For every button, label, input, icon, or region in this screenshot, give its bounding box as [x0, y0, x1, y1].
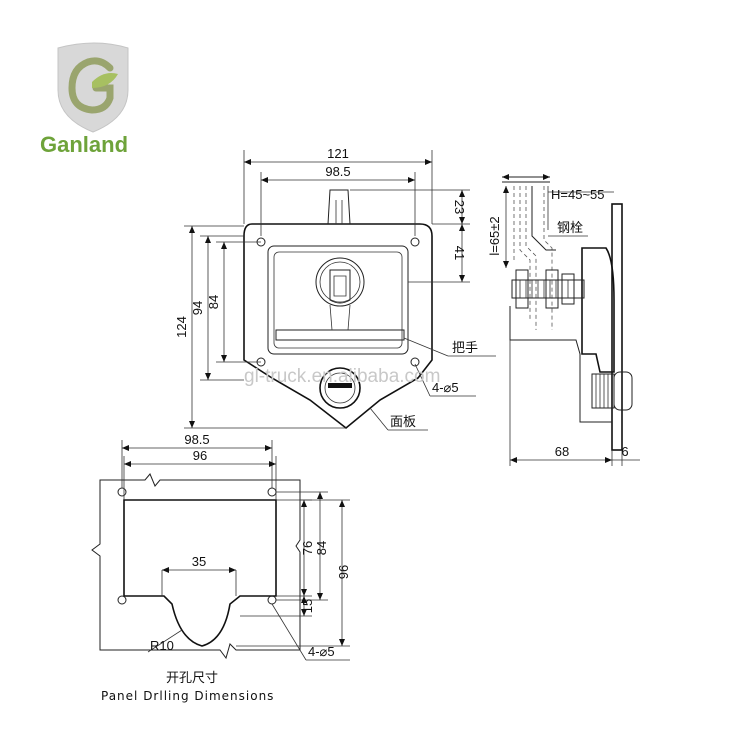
side-bracket — [509, 306, 612, 423]
front-t-handle — [275, 329, 405, 341]
cutout-hole-bl — [117, 595, 127, 605]
front-post-slot — [335, 200, 343, 224]
ganland-logo — [57, 42, 129, 133]
front-view: 121 98.5 23 41 124 94 84 把手 4-⌀5 — [174, 146, 496, 431]
callout-panel: 面板 — [390, 415, 416, 430]
dim-124: 124 — [174, 316, 189, 338]
side-bolt — [531, 186, 556, 251]
front-panel-outline — [243, 223, 433, 430]
front-post — [327, 189, 351, 225]
front-recess-inner — [273, 251, 403, 349]
side-nut-2 — [545, 269, 559, 309]
logo-leaf-icon — [92, 73, 118, 88]
front-recess — [267, 245, 409, 355]
dim-98-5: 98.5 — [325, 164, 350, 179]
side-housing — [581, 247, 615, 373]
dim-h-range: H=45~55 — [551, 187, 605, 202]
dim-cut-76: 76 — [300, 541, 315, 555]
callout-holes: 4-⌀5 — [432, 380, 459, 395]
dim-68: 68 — [555, 444, 569, 459]
cutout-hole-tl — [117, 487, 127, 497]
cutout-hole-tr — [267, 487, 277, 497]
watermark-text: gl-truck.en.alibaba.com — [244, 366, 440, 387]
dim-cut-84: 84 — [314, 541, 329, 555]
dim-cut-15: 15 — [300, 599, 315, 613]
side-bolt-hidden — [513, 186, 553, 330]
side-cylinder-body — [591, 373, 615, 409]
cutout-view: 35 98.5 96 76 84 96 15 R10 — [91, 432, 351, 661]
front-hole-br — [410, 357, 420, 367]
side-stud — [511, 279, 585, 299]
caption-english: Panel Drlling Dimensions — [101, 689, 274, 703]
cutout-opening — [123, 499, 277, 647]
dim-35: 35 — [192, 554, 206, 569]
dim-84: 84 — [206, 295, 221, 309]
dim-23: 23 — [452, 200, 467, 214]
front-handle-lock — [329, 269, 351, 304]
dim-121: 121 — [327, 146, 349, 161]
side-cylinder-face — [613, 371, 633, 411]
side-nut-1 — [515, 269, 529, 309]
dim-l-range: l=65±2 — [487, 216, 502, 255]
cutout-callout-holes: 4-⌀5 — [308, 644, 335, 659]
logo-g-icon — [68, 57, 114, 114]
dim-94: 94 — [190, 301, 205, 315]
callout-bolt: 钢栓 — [557, 221, 583, 236]
front-handle-hub — [315, 257, 365, 307]
dim-6: 6 — [621, 444, 628, 459]
front-hole-tr — [410, 237, 420, 247]
side-nut-3 — [561, 273, 575, 305]
dim-cut-98-5: 98.5 — [184, 432, 209, 447]
dim-cut-96: 96 — [193, 448, 207, 463]
callout-handle: 把手 — [452, 341, 478, 356]
dim-41: 41 — [452, 246, 467, 260]
side-view: H=45~55 l=65±2 钢栓 68 6 — [487, 174, 640, 466]
brand-name: Ganland — [40, 132, 128, 157]
front-cylinder-lock — [319, 367, 361, 409]
front-key-slot — [328, 383, 352, 388]
cutout-hole-br — [267, 595, 277, 605]
dim-cut-96-h: 96 — [336, 565, 351, 579]
dim-r10: R10 — [150, 638, 174, 653]
caption-chinese: 开孔尺寸 — [166, 671, 218, 686]
side-flange — [611, 203, 623, 451]
